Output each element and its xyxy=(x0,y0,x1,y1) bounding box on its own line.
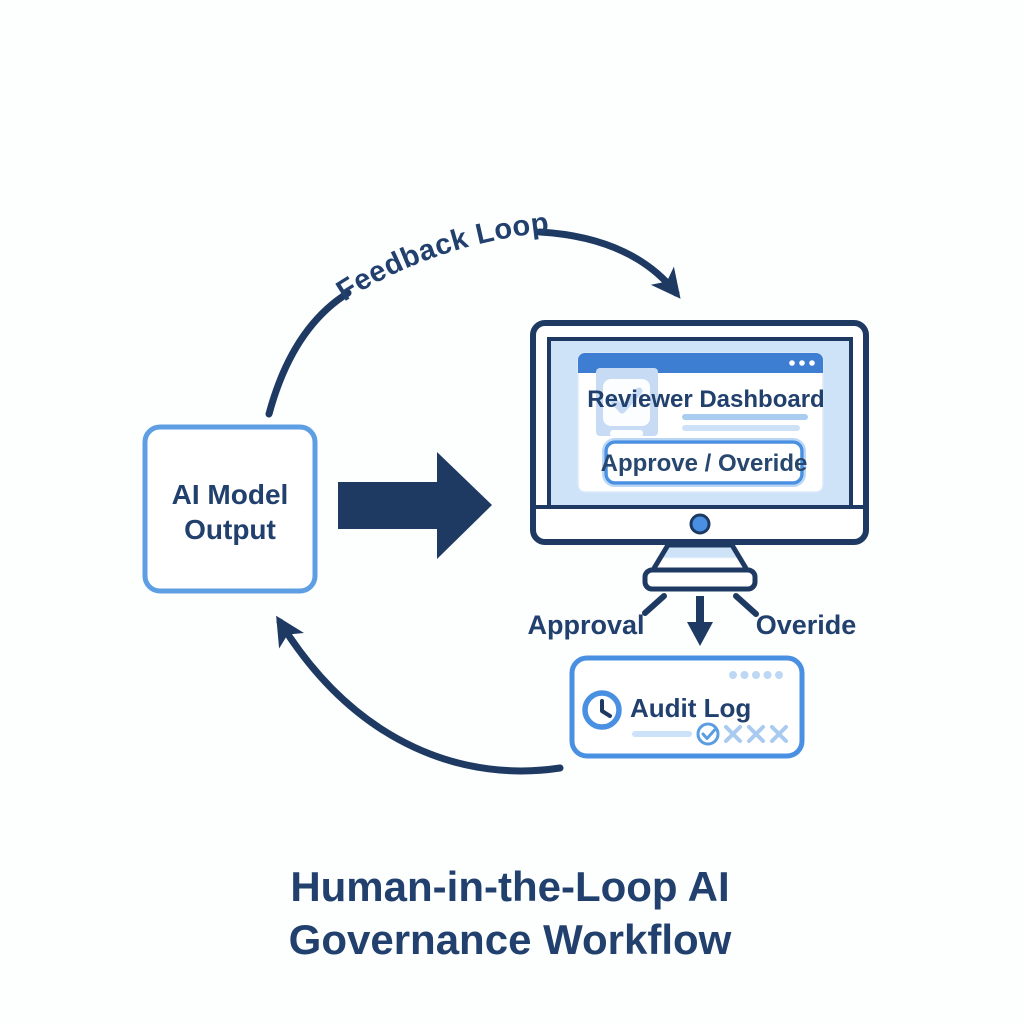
override-branch-line xyxy=(733,593,759,617)
page-title: Human-in-the-Loop AI Governance Workflow xyxy=(289,863,732,963)
flow-arrow xyxy=(338,452,492,559)
reviewer-monitor: Reviewer Dashboard Approve / Overide xyxy=(530,320,869,592)
audit-entry-line xyxy=(632,731,692,737)
monitor-stand xyxy=(650,542,750,573)
camera-dot-icon xyxy=(689,513,711,535)
audit-log-box: Audit Log xyxy=(569,655,805,759)
feedback-loop-label: Feedback Loop xyxy=(331,207,551,308)
ai-model-output-label-line2: Output xyxy=(184,514,276,545)
x-icon xyxy=(770,725,788,743)
document-check-icon xyxy=(596,368,658,437)
dashboard-title: Reviewer Dashboard xyxy=(587,386,824,413)
down-arrow xyxy=(687,596,713,646)
ai-model-output-label-line1: AI Model xyxy=(172,479,289,510)
dashboard-text-line-2 xyxy=(682,425,800,431)
approval-branch-line xyxy=(642,593,667,616)
approve-override-button-label: Approve / Overide xyxy=(601,450,808,477)
ai-model-output-box: AI Model Output xyxy=(142,424,318,594)
approve-override-button[interactable]: Approve / Overide xyxy=(601,438,808,487)
feedback-arc-left-segment xyxy=(265,289,352,418)
clock-icon xyxy=(582,690,622,730)
window-dots-icon xyxy=(789,360,815,366)
check-circle-icon xyxy=(696,722,720,746)
x-icon xyxy=(724,725,742,743)
override-label: Overide xyxy=(756,610,857,640)
return-arc xyxy=(276,615,564,775)
x-icon xyxy=(747,725,765,743)
audit-log-label: Audit Log xyxy=(630,693,751,723)
title-line-2: Governance Workflow xyxy=(289,916,732,963)
dashboard-text-line-1 xyxy=(682,414,808,420)
approval-label: Approval xyxy=(527,610,644,640)
monitor-base xyxy=(642,567,758,592)
title-line-1: Human-in-the-Loop AI xyxy=(290,863,729,910)
feedback-arc-right-segment xyxy=(536,228,681,299)
browser-window: Reviewer Dashboard Approve / Overide xyxy=(577,352,825,493)
audit-dots-icon xyxy=(729,671,783,679)
